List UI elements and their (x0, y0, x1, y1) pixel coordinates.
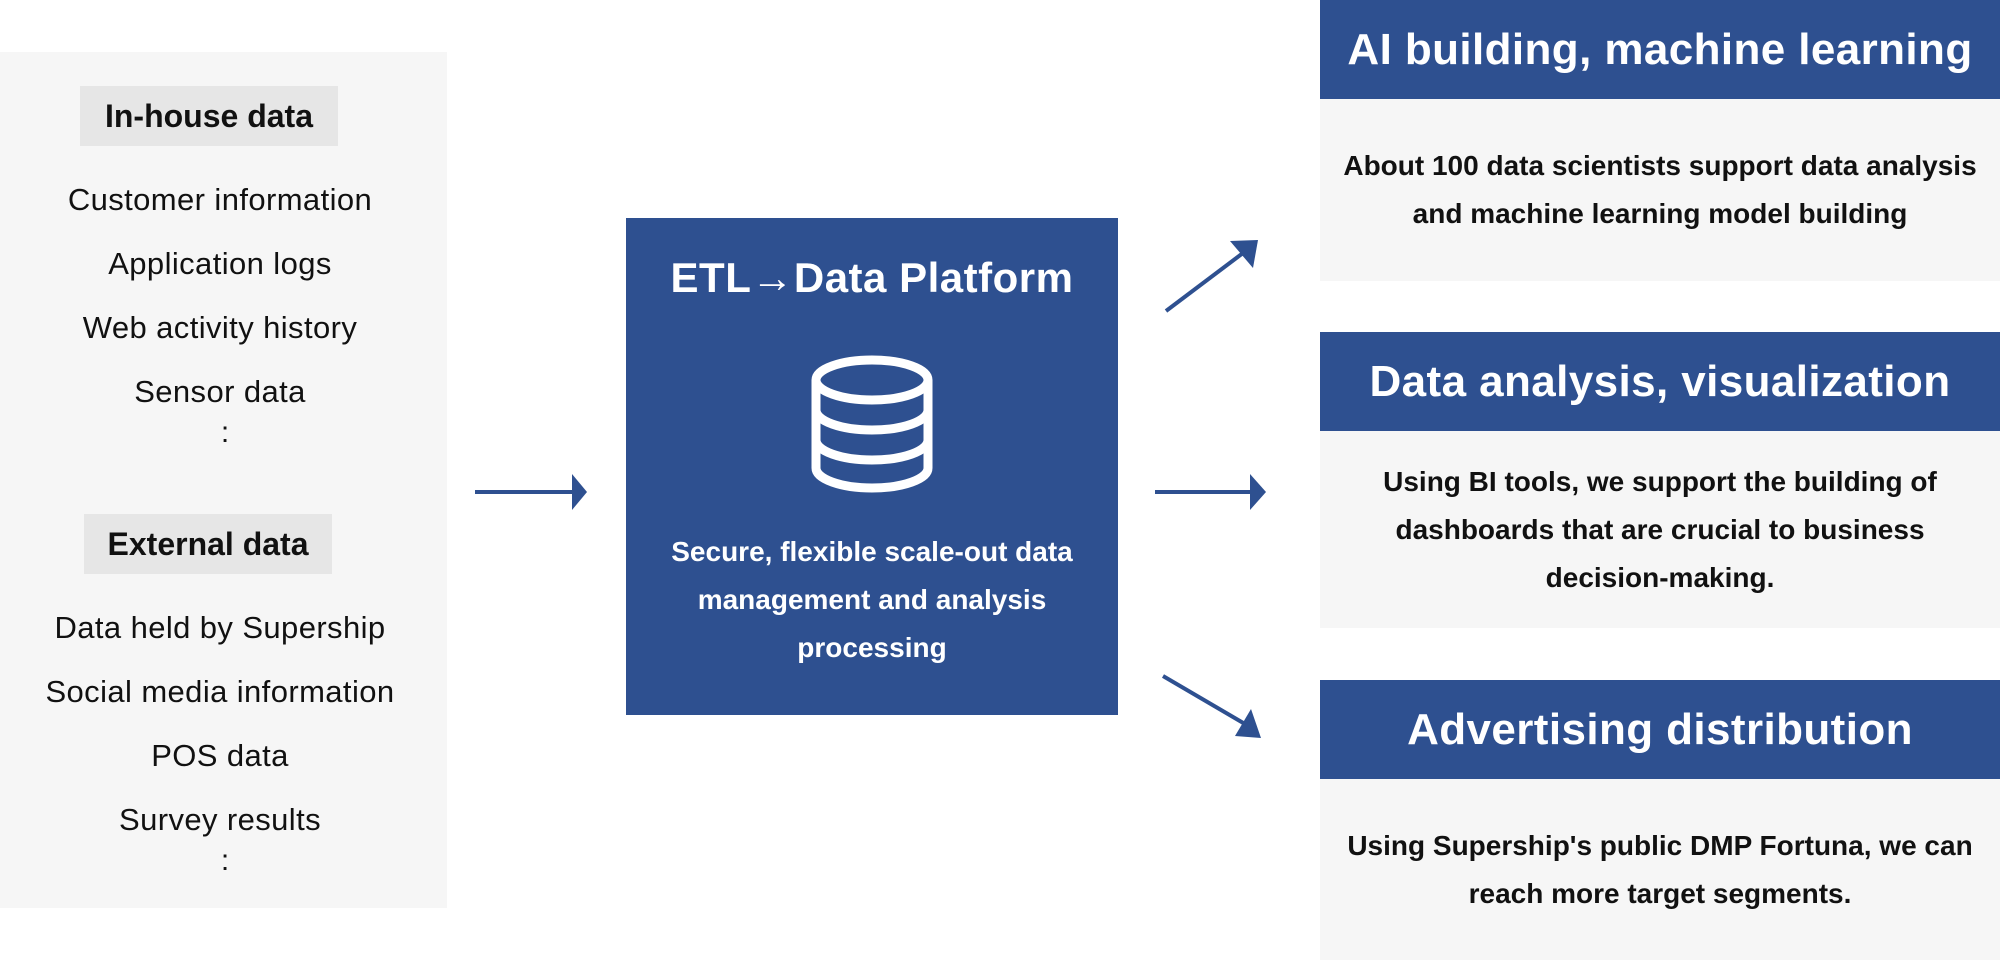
inhouse-data-label: In-house data (80, 86, 338, 146)
ads-card-title: Advertising distribution (1320, 680, 2000, 779)
ads-card-body: Using Supership's public DMP Fortuna, we… (1320, 779, 2000, 960)
list-item: POS data (151, 738, 289, 773)
database-icon (811, 355, 933, 493)
data-platform-box: ETL→Data Platform Secure, flexible scale… (626, 218, 1118, 715)
ai-ml-card-title: AI building, machine learning (1320, 0, 2000, 99)
analysis-card-title: Data analysis, visualization (1320, 332, 2000, 431)
output-arrow-analysis (1155, 474, 1266, 510)
list-item: Web activity history (82, 310, 358, 345)
platform-title: ETL→Data Platform (670, 254, 1074, 301)
platform-description: Secure, flexible scale-out data manageme… (671, 536, 1073, 663)
ai-ml-card-description: About 100 data scientists support data a… (1343, 150, 1977, 229)
external-data-list: Data held by Supership Social media info… (0, 596, 440, 852)
list-item: Sensor data (134, 374, 306, 409)
output-arrow-ads (1161, 674, 1261, 738)
ads-card-description: Using Supership's public DMP Fortuna, we… (1347, 829, 1973, 909)
external-ellipsis: : (220, 844, 230, 877)
analysis-card-body: Using BI tools, we support the building … (1320, 431, 2000, 628)
data-sources-panel: In-house data Customer information Appli… (0, 52, 447, 908)
output-arrow-ai (1164, 240, 1258, 313)
list-item: Survey results (119, 802, 321, 837)
list-item: Application logs (108, 246, 332, 281)
analysis-card-description: Using BI tools, we support the building … (1383, 465, 1937, 593)
external-data-label: External data (84, 514, 332, 574)
input-arrow (475, 474, 587, 510)
list-item: Data held by Supership (54, 610, 386, 645)
list-item: Customer information (67, 182, 373, 217)
ai-ml-card-body: About 100 data scientists support data a… (1320, 99, 2000, 281)
list-item: Social media information (45, 674, 395, 709)
inhouse-ellipsis: : (220, 416, 230, 449)
inhouse-data-list: Customer information Application logs We… (0, 168, 440, 424)
